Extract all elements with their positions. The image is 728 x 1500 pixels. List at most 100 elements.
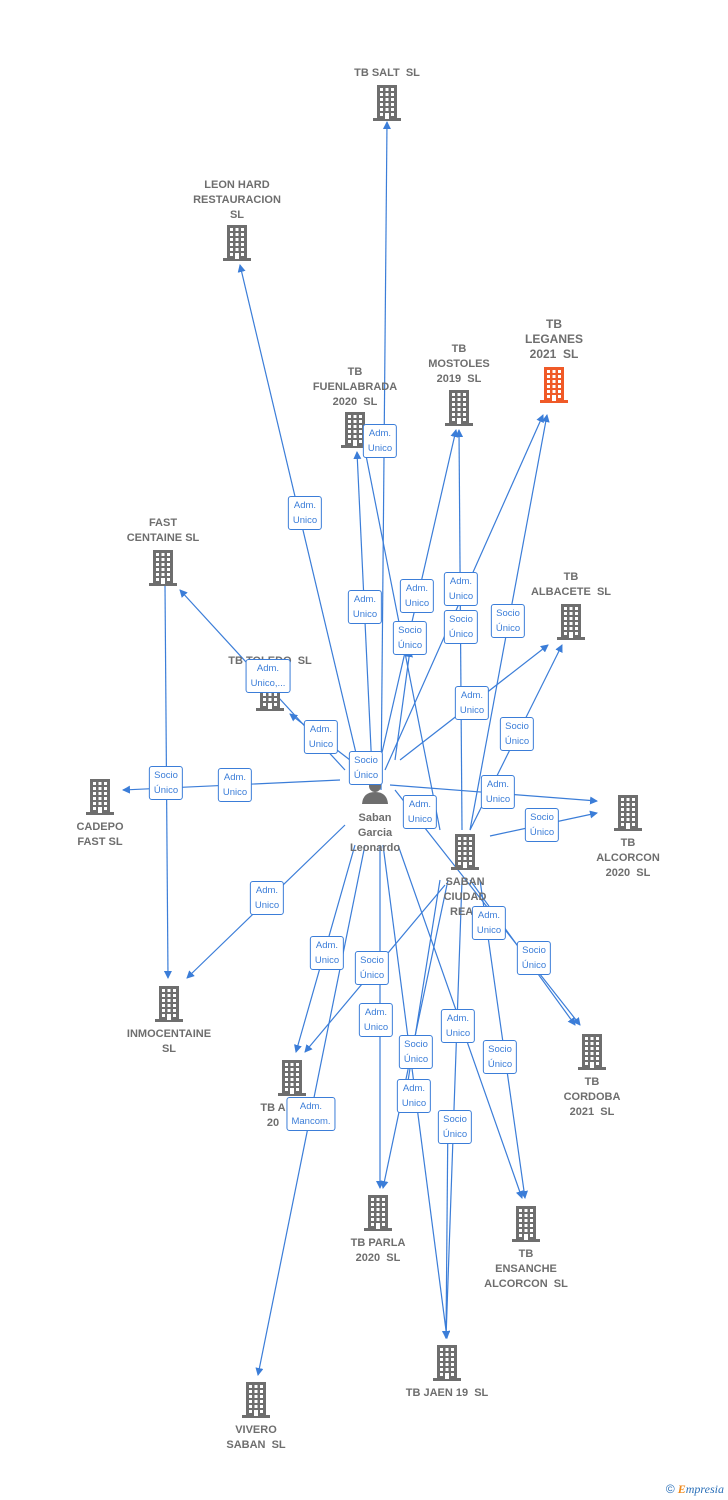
node-icon-fast-centaine[interactable] [148,548,178,588]
edge-label-l17[interactable]: Adm. Unico [402,795,438,829]
building-icon [578,1034,606,1070]
edge-label-l25[interactable]: Adm. Unico [440,1009,476,1043]
node-label: TB JAEN 19 SL [405,1387,489,1399]
node-label: TB SALT SL [354,67,420,79]
node-icon-tb-salt[interactable] [372,83,402,123]
building-icon [149,550,177,586]
building-icon [155,986,183,1022]
edge-label-l1[interactable]: Adm. Unico [287,496,323,530]
edge-label-l16[interactable]: Adm. Unico [480,775,516,809]
node-icon-leon-hard[interactable] [222,223,252,263]
node-tb-albacete[interactable]: TB ALBACETE SL [531,570,611,600]
node-tb-leganes[interactable]: TB LEGANES 2021 SL [525,317,583,362]
building-icon [540,367,568,403]
edge-label-l12[interactable]: Socio Único [499,717,535,751]
edge-label-l29[interactable]: Adm. Mancom. [286,1097,336,1131]
node-icon-tb-alcorcon[interactable] [613,793,643,833]
building-icon [433,1345,461,1381]
node-tb-parla[interactable]: TB PARLA 2020 SL [351,1236,406,1266]
node-icon-tb-albacete[interactable] [556,602,586,642]
node-tb-fuenlabrada[interactable]: TB FUENLABRADA 2020 SL [313,365,397,410]
node-label: FAST CENTAINE SL [126,517,200,544]
building-icon [451,834,479,870]
edge-label-l23[interactable]: Socio Único [516,941,552,975]
node-label: CADEPO FAST SL [76,821,124,848]
building-icon [445,390,473,426]
node-label: TB LEGANES 2021 SL [524,317,584,361]
node-label: TB PARLA 2020 SL [350,1237,406,1264]
node-tb-cordoba[interactable]: TB CORDOBA 2021 SL [564,1075,621,1120]
copyright-symbol: © [665,1482,675,1496]
edge-label-l5[interactable]: Adm. Unico [443,572,479,606]
edge-label-l3[interactable]: Adm. Unico [362,424,398,458]
node-icon-tb-a[interactable] [277,1058,307,1098]
node-label: TB MOSTOLES 2019 SL [428,343,490,385]
edge-label-l30[interactable]: Socio Único [437,1110,473,1144]
edge-label-l28[interactable]: Adm. Unico [396,1079,432,1113]
brand-initial: E [677,1482,686,1496]
node-fast-centaine[interactable]: FAST CENTAINE SL [127,516,200,546]
node-icon-cadepo-fast[interactable] [85,777,115,817]
node-icon-tb-leganes[interactable] [539,365,569,405]
node-icon-tb-ensanche[interactable] [511,1204,541,1244]
node-icon-tb-parla[interactable] [363,1193,393,1233]
edge-label-l11[interactable]: Adm. Unico [454,686,490,720]
edge-label-l19[interactable]: Adm. Unico [249,881,285,915]
building-icon [86,779,114,815]
node-tb-ensanche[interactable]: TB ENSANCHE ALCORCON SL [484,1247,568,1292]
building-icon [373,85,401,121]
node-icon-tb-fuenlabrada[interactable] [340,410,370,450]
node-icon-tb-mostoles[interactable] [444,388,474,428]
edge-e31 [442,1109,451,1339]
node-icon-tb-jaen[interactable] [432,1343,462,1383]
node-label: TB FUENLABRADA 2020 SL [312,366,398,408]
node-inmocentaine[interactable]: INMOCENTAINE SL [127,1027,211,1057]
building-icon [278,1060,306,1096]
edge-label-l9[interactable]: Adm. Unico,... [245,659,291,693]
node-tb-salt[interactable]: TB SALT SL [354,66,420,81]
edge-label-l24[interactable]: Adm. Unico [358,1003,394,1037]
edge-label-l4[interactable]: Adm. Unico [399,579,435,613]
node-tb-a[interactable]: TB A 20 [260,1101,285,1131]
edge-e9 [394,649,414,761]
node-label: TB ALBACETE SL [530,571,612,598]
edge-label-l14[interactable]: Adm. Unico [217,768,253,802]
edge-label-l8[interactable]: Socio Único [392,621,428,655]
edge-e27 [442,879,463,1339]
edge-label-l6[interactable]: Socio Único [490,604,526,638]
node-saban-garcia[interactable]: Saban Garcia Leonardo [350,811,400,856]
node-label: VIVERO SABAN SL [226,1424,286,1451]
node-label: TB CORDOBA 2021 SL [563,1076,621,1118]
edge-label-l27[interactable]: Socio Único [482,1040,518,1074]
node-vivero-saban[interactable]: VIVERO SABAN SL [226,1423,285,1453]
edge-label-l26[interactable]: Socio Único [398,1035,434,1069]
node-icon-saban-ciudad-real[interactable] [450,832,480,872]
building-icon [341,412,369,448]
building-icon [242,1382,270,1418]
node-icon-inmocentaine[interactable] [154,984,184,1024]
building-icon [614,795,642,831]
node-label: TB ALCORCON 2020 SL [596,837,660,879]
edge-label-l10[interactable]: Adm. Unico [303,720,339,754]
edge-label-l20[interactable]: Adm. Unico [309,936,345,970]
edge-label-l13[interactable]: Socio Único [148,766,184,800]
edge-label-l18[interactable]: Socio Único [524,808,560,842]
building-icon [557,604,585,640]
edge-label-l7[interactable]: Socio Único [443,610,479,644]
node-label: TB A 20 [260,1102,286,1129]
node-tb-mostoles[interactable]: TB MOSTOLES 2019 SL [428,342,490,387]
edge-label-l15[interactable]: Socio Único [348,751,384,785]
building-icon [223,225,251,261]
node-tb-jaen[interactable]: TB JAEN 19 SL [406,1386,489,1401]
node-icon-tb-cordoba[interactable] [577,1032,607,1072]
edge-label-l21[interactable]: Adm. Unico [471,906,507,940]
node-leon-hard[interactable]: LEON HARD RESTAURACION SL [193,178,281,223]
edge-label-l22[interactable]: Socio Único [354,951,390,985]
node-tb-alcorcon[interactable]: TB ALCORCON 2020 SL [596,836,660,881]
node-cadepo-fast[interactable]: CADEPO FAST SL [76,820,123,850]
edge-label-l2[interactable]: Adm. Unico [347,590,383,624]
node-icon-vivero-saban[interactable] [241,1380,271,1420]
empresia-brand[interactable]: ©Empresia [666,1482,724,1497]
